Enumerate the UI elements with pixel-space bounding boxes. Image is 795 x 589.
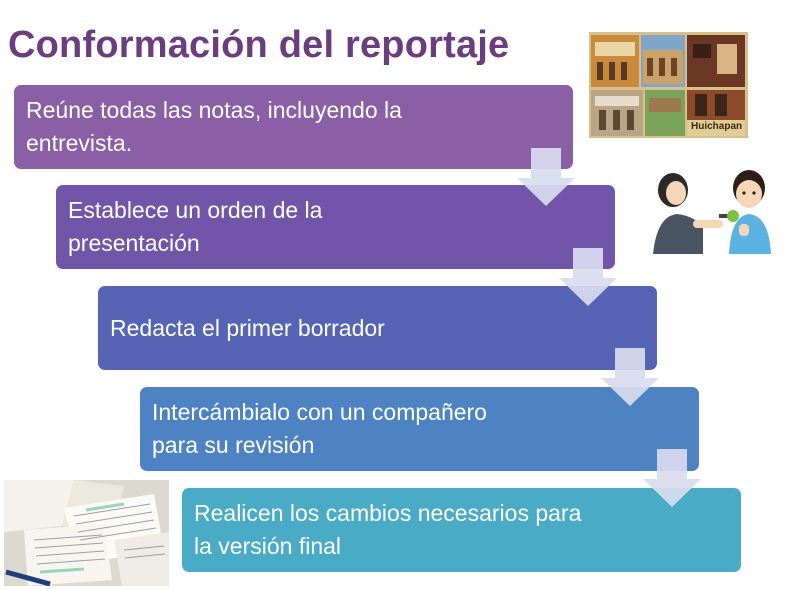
step-3-line-1: Redacta el primer borrador [110,314,385,341]
down-arrow-icon [559,248,617,306]
slide-title: Conformación del reportaje [8,24,510,66]
step-4-line-1: Intercámbialo con un compañero [152,399,487,425]
step-1-line-1: Reúne todas las notas, incluyendo la [26,97,402,123]
down-arrow-icon [517,148,575,206]
step-4-line-2: para su revisión [152,432,315,458]
huichapan-collage-image: Huichapan [589,32,748,138]
step-1-box: Reúne todas las notas, incluyendo la ent… [14,85,573,169]
step-5-line-2: la versión final [194,533,342,559]
step-2-line-2: presentación [68,230,200,256]
step-2-line-1: Establece un orden de la [68,197,323,223]
down-arrow-icon [643,449,701,507]
step-4-box: Intercámbialo con un compañero para su r… [140,387,699,471]
notes-papers-image [4,480,169,586]
down-arrow-icon [601,348,659,406]
step-1-line-2: entrevista. [26,130,133,156]
step-5-line-1: Realicen los cambios necesarios para [194,500,582,526]
interview-illustration [643,158,781,254]
collage-caption: Huichapan [691,121,743,132]
